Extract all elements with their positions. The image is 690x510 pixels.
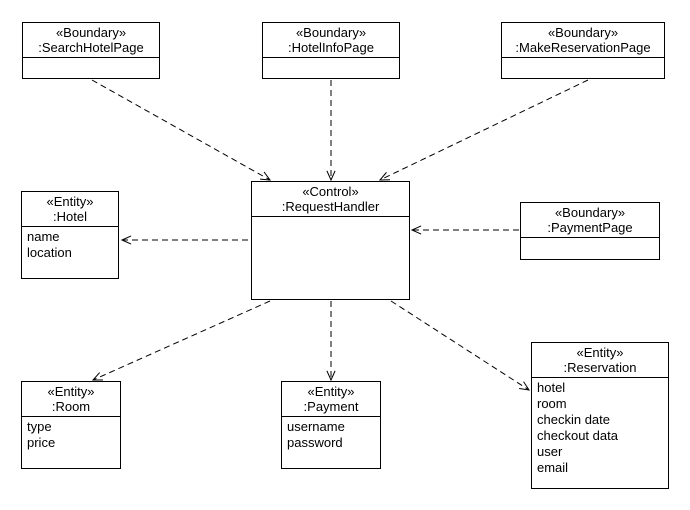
dependency-line [92,300,271,381]
attribute: username [287,419,345,434]
attribute: price [27,435,56,450]
attribute-list: hotel room checkin date checkout data us… [532,378,668,476]
class-request-handler[interactable]: «Control» :RequestHandler [251,181,410,300]
class-name: :SearchHotelPage [38,40,144,55]
class-name: :RequestHandler [281,199,380,214]
class-header: «Boundary» :MakeReservationPage [502,23,664,58]
class-name: :Hotel [53,209,87,224]
stereotype-label: «Entity» [47,384,95,399]
class-header: «Boundary» :PaymentPage [521,203,659,238]
class-header: «Entity» :Payment [282,382,380,417]
attribute-list: name location [22,227,118,261]
class-name: :Room [51,399,91,414]
class-search-hotel-page[interactable]: «Boundary» :SearchHotelPage [22,22,160,79]
stereotype-label: «Boundary» [554,205,626,220]
arrowhead [259,171,272,181]
attribute: password [287,435,343,450]
attribute: checkin date [537,412,610,427]
attribute: checkout data [537,428,618,443]
attribute: user [537,444,563,459]
class-name: :HotelInfoPage [287,40,374,55]
class-header: «Entity» :Reservation [532,343,668,378]
arrowhead [519,381,531,391]
class-make-reservation-page[interactable]: «Boundary» :MakeReservationPage [501,22,665,79]
arrowhead [326,170,336,182]
class-payment[interactable]: «Entity» :Payment username password [281,381,381,469]
attribute: name [27,229,60,244]
arrowhead [91,372,104,381]
class-name: :PaymentPage [547,220,633,235]
dependency-line [379,79,589,181]
stereotype-label: «Boundary» [55,25,127,40]
stereotype-label: «Boundary» [295,25,367,40]
class-hotel[interactable]: «Entity» :Hotel name location [21,191,119,279]
attribute: hotel [537,380,566,395]
attribute: type [27,419,52,434]
class-header: «Boundary» :HotelInfoPage [263,23,399,58]
class-payment-page[interactable]: «Boundary» :PaymentPage [520,202,660,260]
class-header: «Control» :RequestHandler [252,182,409,217]
arrowhead [326,370,336,382]
attribute: room [537,396,567,411]
stereotype-label: «Entity» [307,384,355,399]
stereotype-label: «Boundary» [547,25,619,40]
dependency-line [390,300,530,391]
attribute: email [537,460,569,475]
class-header: «Entity» :Room [22,382,120,417]
class-reservation[interactable]: «Entity» :Reservation hotel room checkin… [531,342,669,489]
arrowhead [378,172,391,181]
class-header: «Boundary» :SearchHotelPage [23,23,159,58]
dependency-line [91,79,271,181]
stereotype-label: «Control» [302,184,359,199]
arrowhead [410,225,422,235]
attribute-list: type price [22,417,120,451]
class-name: :Payment [303,399,359,414]
class-room[interactable]: «Entity» :Room type price [21,381,121,469]
class-name: :MakeReservationPage [515,40,651,55]
class-hotel-info-page[interactable]: «Boundary» :HotelInfoPage [262,22,400,79]
attribute: location [27,245,72,260]
stereotype-label: «Entity» [576,345,624,360]
stereotype-label: «Entity» [46,194,94,209]
attribute-list: username password [282,417,380,451]
class-name: :Reservation [563,360,637,375]
arrowhead [120,235,132,245]
class-header: «Entity» :Hotel [22,192,118,227]
